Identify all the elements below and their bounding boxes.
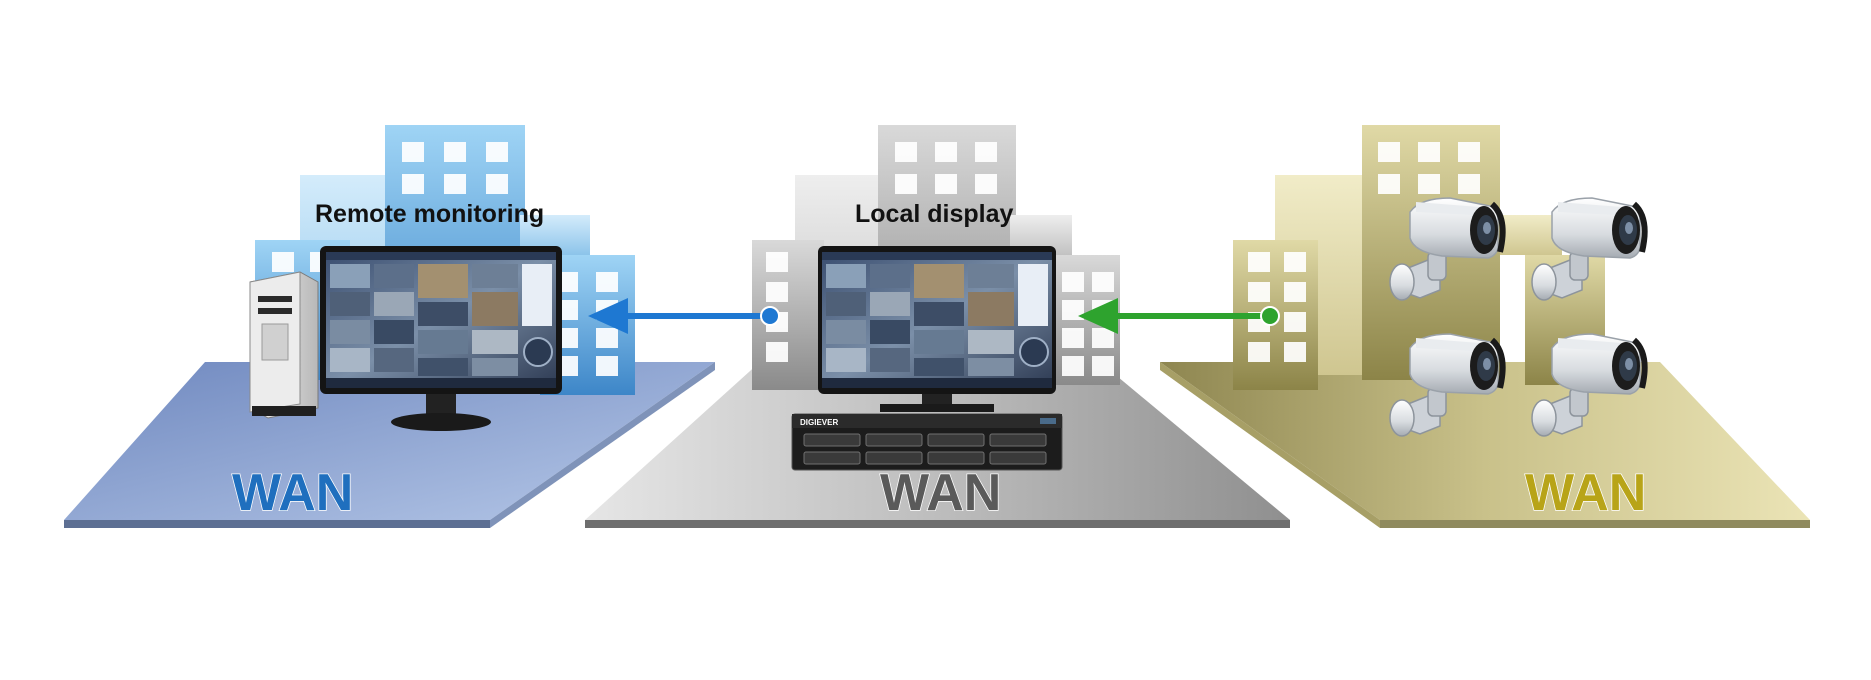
camera-floor (1160, 362, 1810, 520)
camera-wan-label: WAN (1525, 464, 1646, 522)
remote-monitor-icon (320, 246, 562, 431)
arrow-left-icon (588, 298, 628, 334)
desktop-pc-icon (249, 271, 319, 419)
nvr-brand: DIGIEVER (800, 418, 838, 427)
arrow-left-icon (1078, 298, 1118, 334)
remote-floor (64, 362, 715, 520)
remote-site: Remote monitoring WAN (64, 125, 715, 528)
arrow-camera-to-local (1078, 298, 1280, 334)
local-caption: Local display (855, 200, 1013, 228)
local-monitor-icon (818, 246, 1056, 412)
local-wan-label: WAN (880, 464, 1001, 522)
remote-caption: Remote monitoring (315, 200, 544, 228)
nvr-recorder-icon: DIGIEVER (791, 413, 1063, 471)
camera-site: WAN (1160, 125, 1810, 528)
remote-wan-label: WAN (232, 464, 353, 522)
arrow-local-to-remote (588, 298, 780, 334)
local-site: DIGIEVER Local display WAN (585, 125, 1290, 528)
